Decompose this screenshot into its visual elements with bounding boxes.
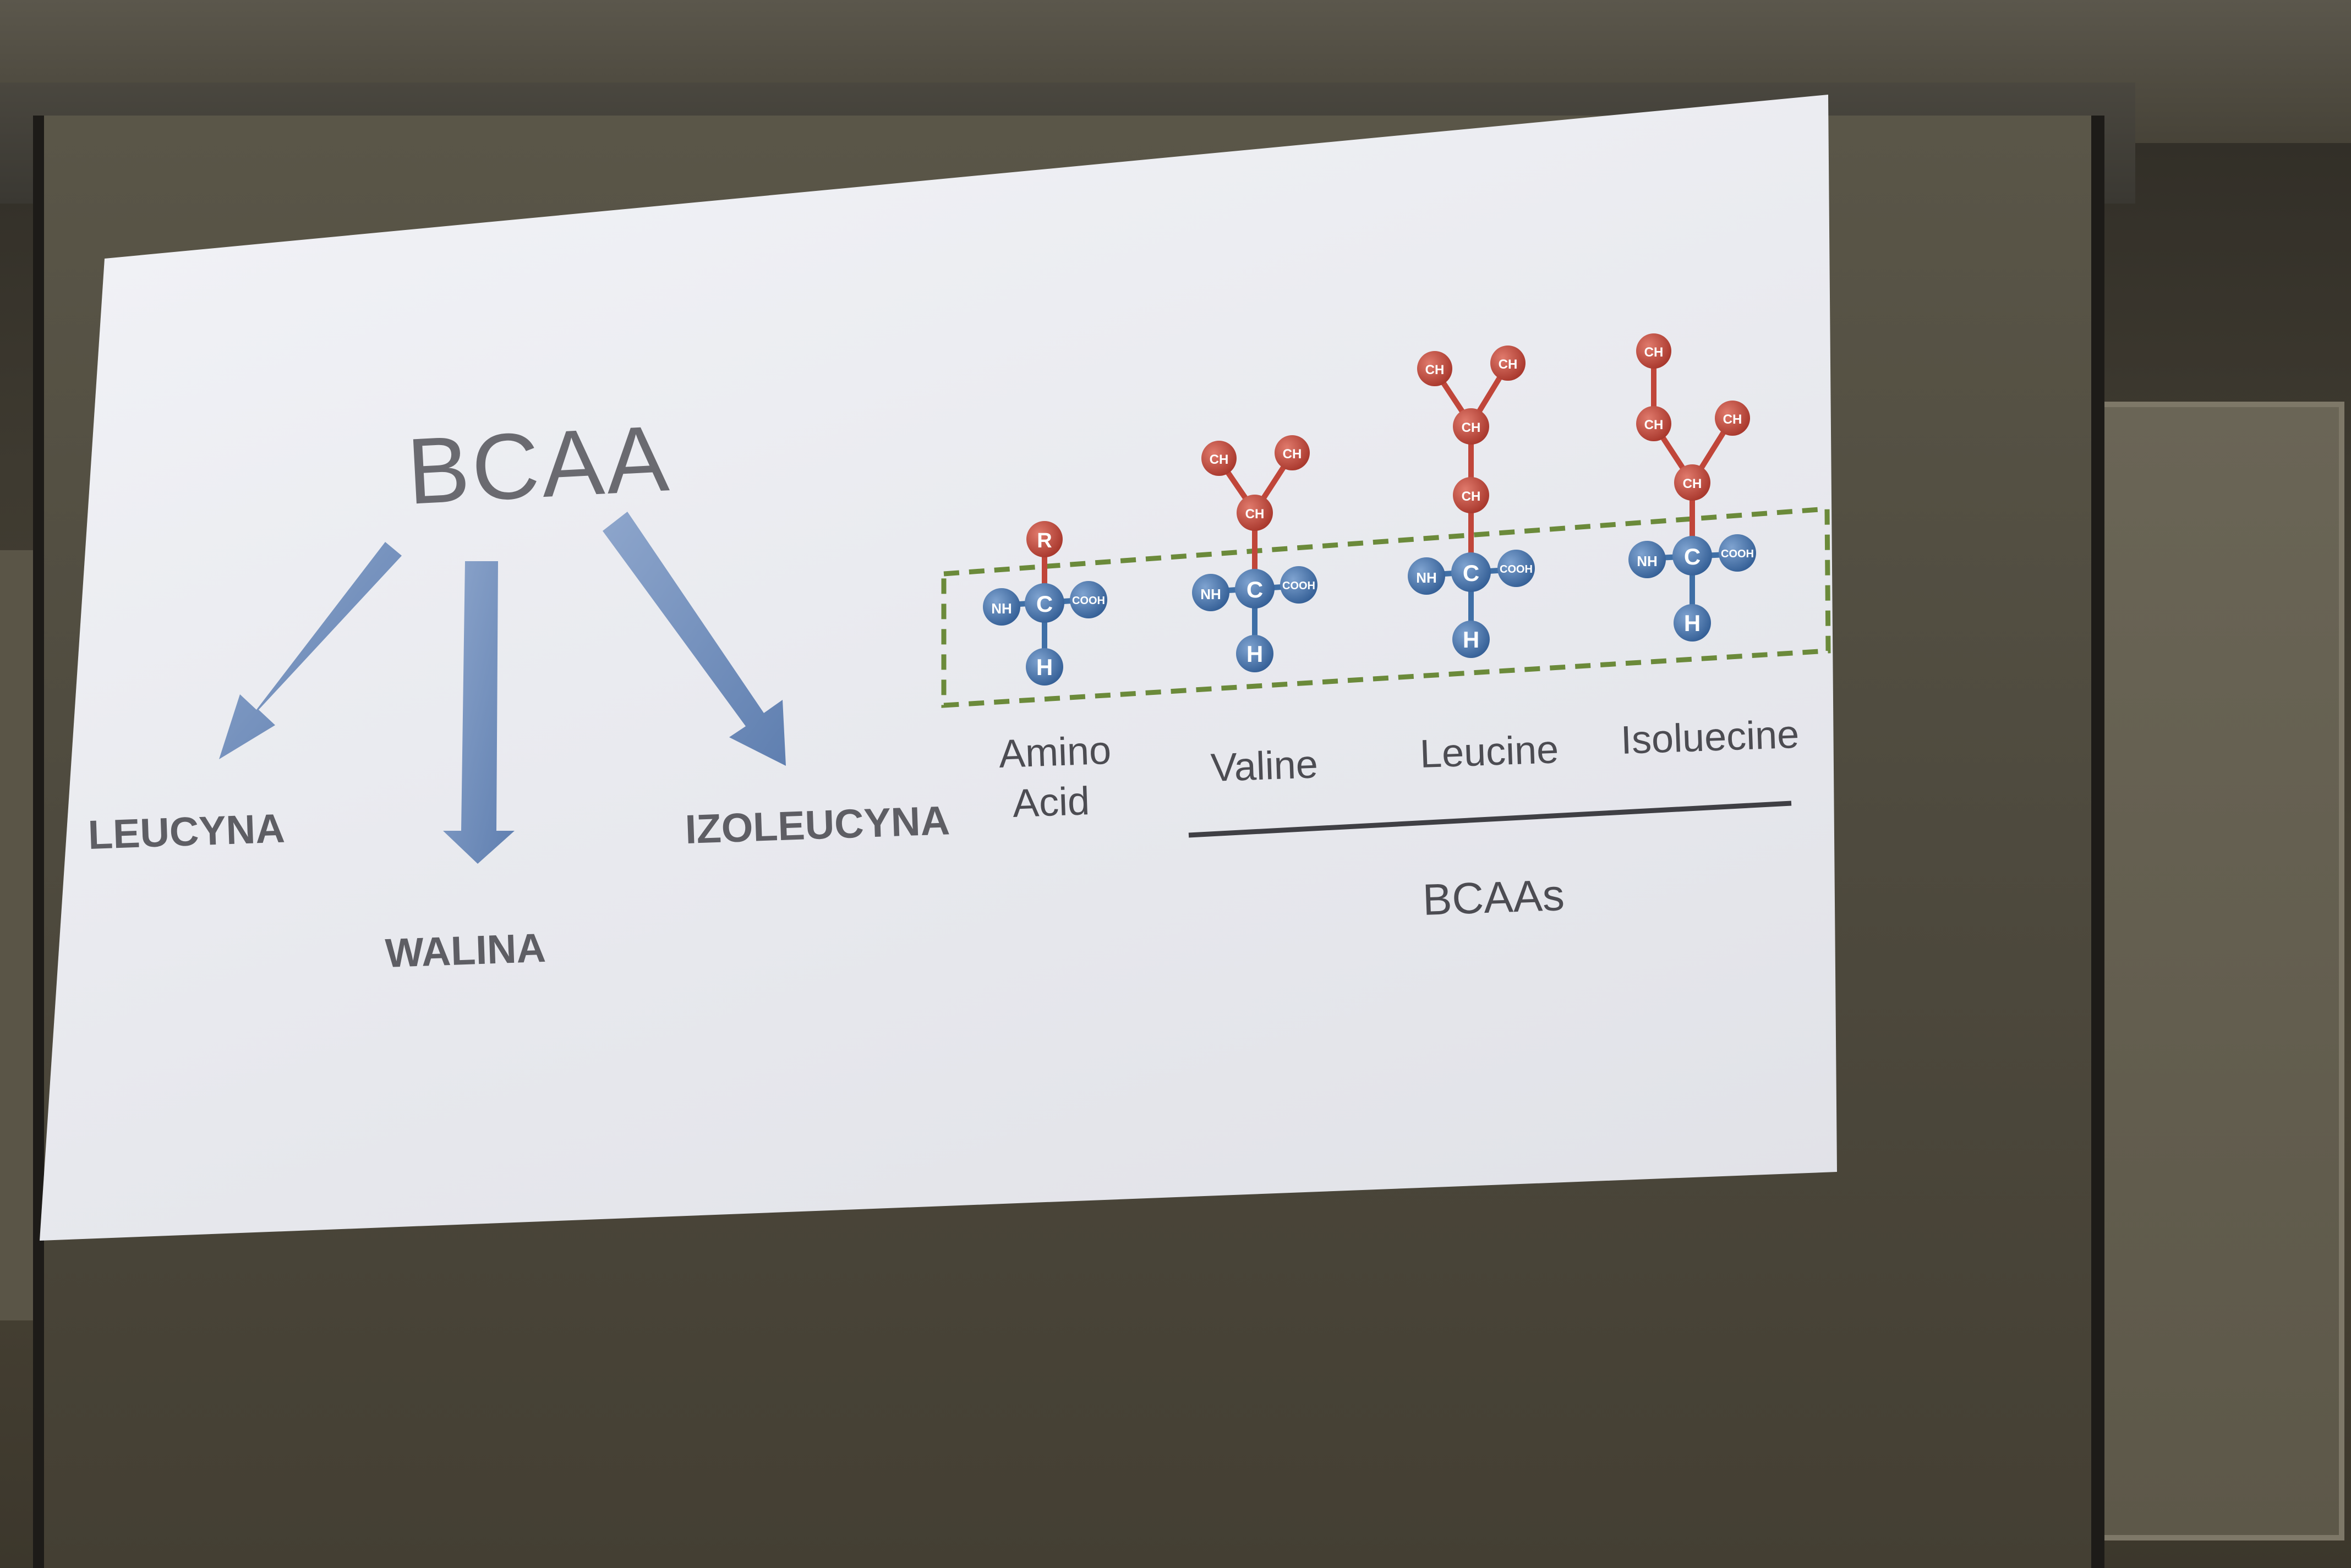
svg-text:NH: NH <box>1637 553 1658 569</box>
arrow-middle <box>443 561 515 864</box>
svg-text:COOH: COOH <box>1072 595 1105 607</box>
svg-text:CH: CH <box>1462 420 1481 435</box>
atom-nh <box>983 588 1020 626</box>
group-label-bcaas: BCAAs <box>1421 870 1566 924</box>
svg-text:CH: CH <box>1462 489 1481 504</box>
caption-valine: Valine <box>1210 742 1319 790</box>
molecule-valine: CH CH CH NH C COOH H <box>1192 435 1317 672</box>
svg-text:H: H <box>1684 610 1701 636</box>
caption-amino: Amino <box>998 728 1112 776</box>
svg-text:CH: CH <box>1683 476 1702 491</box>
arrow-right <box>603 512 786 766</box>
molecule-isoluecine: CH CH CH CH NH C COOH H <box>1628 333 1756 642</box>
svg-text:CH: CH <box>1644 418 1664 432</box>
svg-text:NH: NH <box>991 600 1012 617</box>
caption-leucine: Leucine <box>1419 727 1560 776</box>
atom-h <box>1026 648 1063 686</box>
svg-text:CH: CH <box>1644 345 1664 360</box>
svg-text:CH: CH <box>1499 357 1518 372</box>
label-walina: WALINA <box>384 924 547 976</box>
svg-text:NH: NH <box>1200 586 1221 602</box>
backbone-dashed-box <box>941 506 1831 708</box>
bcaas-underline <box>1188 801 1792 838</box>
svg-text:C: C <box>1463 560 1479 586</box>
atom-cooh <box>1070 581 1107 618</box>
slide-title: BCAA <box>404 406 674 524</box>
svg-text:C: C <box>1036 591 1053 617</box>
svg-text:H: H <box>1036 654 1053 680</box>
svg-text:CH: CH <box>1245 507 1265 522</box>
molecule-amino-acid: R NH C COOH H <box>983 521 1107 686</box>
svg-text:CH: CH <box>1283 447 1302 462</box>
label-leucyna: LEUCYNA <box>87 805 286 858</box>
caption-isoluecine: Isoluecine <box>1620 712 1800 763</box>
svg-text:COOH: COOH <box>1282 580 1315 592</box>
atom-r <box>1026 521 1063 557</box>
molecule-leucine: CH CH CH CH NH C COOH H <box>1408 346 1535 658</box>
svg-text:C: C <box>1246 577 1263 602</box>
caption-acid: Acid <box>1012 779 1091 826</box>
arrow-left <box>219 542 402 759</box>
svg-text:COOH: COOH <box>1721 548 1754 560</box>
svg-text:CH: CH <box>1210 452 1229 467</box>
svg-text:H: H <box>1246 641 1263 667</box>
svg-text:CH: CH <box>1723 412 1742 427</box>
svg-text:NH: NH <box>1416 569 1437 586</box>
svg-text:R: R <box>1037 529 1052 552</box>
svg-text:COOH: COOH <box>1500 563 1533 575</box>
svg-text:C: C <box>1684 544 1701 569</box>
svg-text:CH: CH <box>1425 363 1445 377</box>
label-izoleucyna: IZOLEUCYNA <box>684 797 951 852</box>
svg-text:H: H <box>1463 627 1479 653</box>
atom-c <box>1025 583 1064 623</box>
